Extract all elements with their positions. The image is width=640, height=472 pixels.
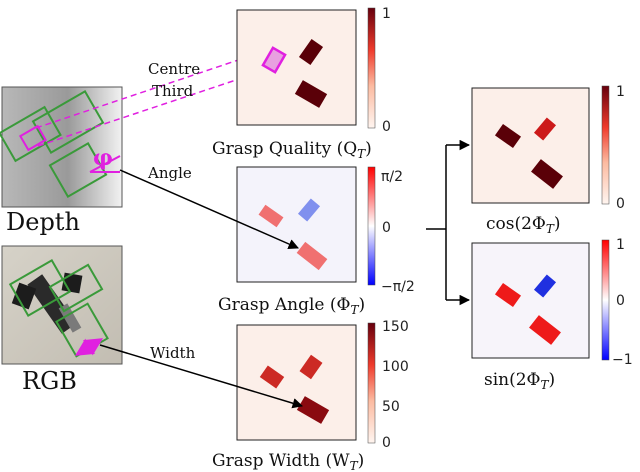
object-stapler [27, 274, 77, 334]
quality-tick-min: 0 [382, 119, 391, 135]
width-grasp-blob [299, 354, 323, 380]
width-arrow: Width [99, 344, 304, 409]
width-title: Grasp Width (WT) [212, 451, 364, 472]
rgb-image: RGB [1, 245, 123, 395]
sin-tick-max: 1 [616, 237, 625, 253]
cos-title: cos(2ΦT) [486, 214, 561, 236]
cos-tick-min: 0 [616, 196, 625, 212]
angle-grasp-blob [296, 241, 328, 271]
sin-grasp-blob [529, 315, 561, 345]
width-grasp-blob [296, 396, 330, 424]
width-tick-0: 0 [382, 435, 391, 451]
depth-image: φ Depth [0, 86, 123, 236]
split-arrows [426, 139, 471, 306]
sin-tick-min: −1 [612, 352, 633, 368]
sin-panel: 1 0 −1 sin(2ΦT) [471, 237, 633, 392]
cos-grasp-blob [533, 117, 557, 141]
quality-title: Grasp Quality (QT) [212, 139, 372, 161]
width-tick-50: 50 [382, 399, 400, 415]
angle-arrow-label: Angle [147, 164, 192, 182]
sin-colorbar [601, 239, 610, 361]
width-indicator [74, 338, 104, 356]
width-colorbar [367, 322, 376, 444]
angle-title: Grasp Angle (ΦT) [218, 295, 365, 317]
grasp-box [0, 105, 62, 163]
width-tick-100: 100 [382, 359, 409, 375]
grasp-box [8, 259, 72, 317]
sin-grasp-blob [533, 274, 557, 298]
rgb-label: RGB [22, 367, 77, 395]
cos-colorbar [601, 85, 610, 205]
cos-grasp-blob [531, 159, 563, 189]
centre-third-box [18, 124, 48, 152]
angle-grasp-blob [258, 204, 284, 228]
angle-arrow: Angle [119, 164, 299, 250]
sin-grasp-blob [494, 282, 522, 308]
cos-tick-max: 1 [616, 84, 625, 100]
quality-tick-max: 1 [382, 6, 391, 22]
centre-label: Centre [148, 60, 200, 78]
quality-grasp-blob [298, 38, 324, 66]
sin-tick-zero: 0 [616, 293, 625, 309]
width-arrow-label: Width [150, 344, 196, 362]
angle-colorbar [367, 166, 376, 286]
phi-symbol: φ [93, 145, 113, 171]
cos-grasp-blob [494, 123, 522, 149]
grasp-box [48, 142, 108, 198]
quality-grasp-blob [294, 80, 328, 108]
grasp-box [48, 263, 104, 313]
width-tick-150: 150 [382, 319, 409, 335]
angle-panel: π/2 0 −π/2 Grasp Angle (ΦT) [218, 166, 415, 317]
angle-tick-zero: 0 [382, 220, 391, 236]
depth-label: Depth [6, 208, 80, 236]
cos-panel: 1 0 cos(2ΦT) [471, 84, 625, 236]
depth-grasp-boxes [0, 90, 108, 198]
quality-colorbar [367, 7, 376, 129]
angle-tick-max: π/2 [381, 169, 403, 185]
angle-grasp-blob [297, 198, 321, 222]
width-grasp-blob [259, 365, 285, 389]
quality-centre-highlight [261, 46, 287, 74]
sin-title: sin(2ΦT) [484, 370, 555, 392]
width-panel: 150 100 50 0 Grasp Width (WT) [212, 319, 409, 472]
angle-tick-min: −π/2 [381, 279, 415, 295]
angle-ray [89, 155, 121, 173]
object-dark-block [11, 282, 37, 310]
quality-panel: 1 0 Grasp Quality (QT) [212, 6, 391, 161]
grasp-box [31, 90, 105, 154]
third-label-text: Third [152, 82, 194, 100]
